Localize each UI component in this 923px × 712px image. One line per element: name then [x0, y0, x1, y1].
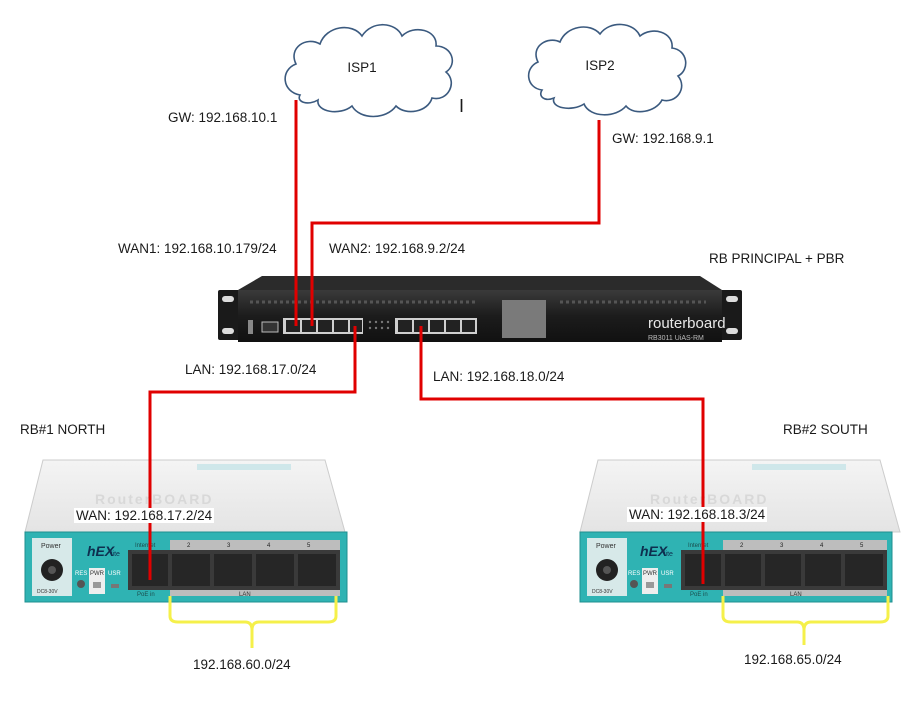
svg-text:USR: USR	[108, 571, 121, 577]
gw2-label: GW: 192.168.9.1	[612, 131, 714, 146]
svg-text:hEX: hEX	[640, 543, 669, 559]
svg-text:2: 2	[187, 543, 191, 549]
svg-text:DC8-30V: DC8-30V	[592, 589, 613, 595]
svg-text:lite: lite	[111, 551, 120, 558]
svg-text:RES: RES	[628, 571, 640, 577]
svg-text:LAN: LAN	[239, 592, 251, 598]
link-lan-north	[148, 326, 357, 580]
svg-text:5: 5	[307, 543, 311, 549]
svg-text:PoE in: PoE in	[690, 592, 708, 598]
main-router-device: routerboard RB3011 UiAS-RM	[218, 276, 742, 342]
svg-text:Power: Power	[596, 543, 617, 550]
hex-south-device: RouterBOARD Power DC8-30V hEX lite RES P…	[579, 459, 901, 603]
subnet-north-label: 192.168.60.0/24	[193, 657, 291, 672]
svg-text:RES: RES	[75, 571, 87, 577]
svg-text:lite: lite	[664, 551, 673, 558]
svg-text:hEX: hEX	[87, 543, 116, 559]
routerboard-logo: routerboard	[648, 315, 726, 332]
gw1-label: GW: 192.168.10.1	[168, 110, 278, 125]
isp1-label: ISP1	[347, 60, 377, 75]
subnet-south-label: 192.168.65.0/24	[744, 652, 842, 667]
link-isp2-wan2	[310, 120, 601, 326]
main-router-label: RB PRINCIPAL + PBR	[709, 251, 845, 266]
isp2-cloud	[527, 23, 687, 116]
wan-south-label: WAN: 192.168.18.3/24	[627, 507, 768, 522]
svg-text:PWR: PWR	[90, 571, 105, 577]
rack-ear-right	[720, 290, 742, 340]
link-lan-south	[419, 326, 705, 584]
rb1-north-label: RB#1 NORTH	[20, 422, 106, 437]
svg-text:2: 2	[740, 543, 744, 549]
svg-text:4: 4	[820, 543, 824, 549]
svg-text:LAN: LAN	[790, 592, 802, 598]
wan2-label: WAN2: 192.168.9.2/24	[329, 241, 466, 256]
hex-north-device: RouterBOARD Power DC8-30V hEX lite RES P…	[24, 459, 348, 603]
text-cursor: I	[459, 96, 465, 116]
svg-text:USR: USR	[661, 571, 674, 577]
svg-text:PWR: PWR	[643, 571, 658, 577]
isp2-label: ISP2	[585, 58, 615, 73]
rb2-south-label: RB#2 SOUTH	[783, 422, 868, 437]
rack-ear-left	[218, 290, 240, 340]
lan-bracket-south	[721, 596, 890, 645]
wan1-label: WAN1: 192.168.10.179/24	[118, 241, 277, 256]
lan-north-label: LAN: 192.168.17.0/24	[185, 362, 317, 377]
isp1-cloud	[284, 23, 454, 118]
lan-south-label: LAN: 192.168.18.0/24	[433, 369, 565, 384]
hex-brand: RouterBOARD	[95, 491, 213, 507]
lan-bracket-north	[168, 596, 338, 648]
svg-text:DC8-30V: DC8-30V	[37, 589, 58, 595]
svg-text:Internet: Internet	[135, 543, 156, 549]
svg-text:4: 4	[267, 543, 271, 549]
svg-text:Internet: Internet	[688, 543, 709, 549]
svg-text:3: 3	[227, 543, 231, 549]
wan-north-label: WAN: 192.168.17.2/24	[74, 508, 215, 523]
router-model-label: RB3011 UiAS-RM	[648, 335, 704, 342]
svg-text:Power: Power	[41, 543, 62, 550]
svg-text:RouterBOARD: RouterBOARD	[650, 491, 768, 507]
svg-text:3: 3	[780, 543, 784, 549]
svg-text:PoE in: PoE in	[137, 592, 155, 598]
svg-text:5: 5	[860, 543, 864, 549]
